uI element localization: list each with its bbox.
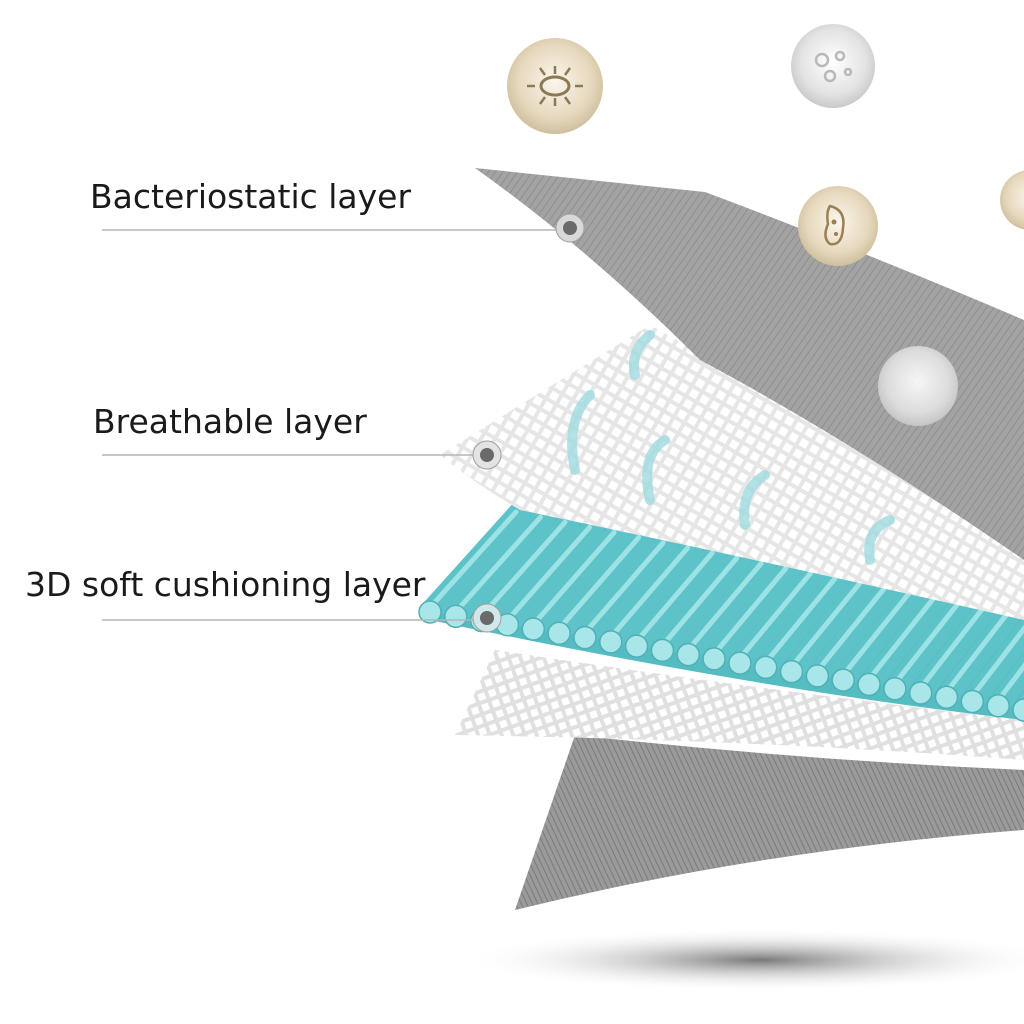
cushion-tube [625,542,728,658]
cushion-tube-highlight [707,565,789,662]
cushion-tube-end [934,685,959,709]
cushion-tube [677,552,777,666]
cushion-tube-highlight [655,555,740,653]
cushion-tube [935,603,1022,709]
lower-mesh-layer [455,650,1024,760]
cushion-tube-highlight [836,591,911,683]
cushion-tube [728,562,826,675]
cushion-tube-highlight [604,545,691,645]
cushion-tube-highlight [888,601,960,692]
cushion-tube-highlight [526,530,617,632]
cushion-tube-end [676,642,701,667]
cushion-tube [496,516,605,636]
cushion-tube-highlight [578,540,666,641]
cushion-tube-end [444,604,468,629]
cushion-tube [419,501,531,623]
cushion-tube-end [624,634,649,658]
cushion-tube-end [650,638,675,663]
cushion-tube-end [599,630,623,654]
cushion-tube-highlight [862,596,936,687]
cushion-tube-highlight [423,509,519,615]
cushion-tube [599,536,703,653]
cushion-tube-highlight [552,535,642,636]
cushion-tube [780,572,875,683]
cushion-tube [806,577,899,687]
cushion-tube-end [831,668,855,692]
cushion-tube-end [857,672,881,697]
cushion-tube-end [1012,698,1024,722]
bubble-icon [878,346,958,426]
cushion-tube-highlight [914,606,985,696]
airflow-arrows [567,330,895,565]
cushion-tube [961,615,1024,713]
germ-cluster-icon [791,24,875,108]
partial-germ-icon [1000,170,1024,230]
cushion-tube-end [521,617,546,641]
cushion-tube-highlight [475,519,568,624]
bacteriostatic-fabric-layer [475,168,1024,560]
label-cushioning-layer: 3D soft cushioning layer [25,565,426,604]
cushion-tube-end [547,621,571,646]
cushion-tube-highlight [991,662,1024,709]
cushion-tube [573,531,679,649]
label-breathable-layer: Breathable layer [93,402,367,441]
cushion-tube-end [779,659,804,684]
leader-lines [102,229,568,621]
cushion-tube-highlight [810,586,887,679]
cushion-tube [754,567,850,679]
cushion-tube [470,511,581,632]
cushion-tube [858,588,948,696]
cushion-tube [548,526,654,645]
cushion-tube [987,653,1024,717]
cushion-tube-highlight [681,560,764,658]
cushion-tube-highlight [785,581,862,675]
cushion-tube-highlight [733,571,813,666]
cushion-tube-end [986,693,1010,718]
virus-icon [507,38,603,134]
cushion-tube-end [960,689,985,714]
cushion-tube-end [908,681,933,705]
cushion-tube-end [728,651,752,675]
leader-dots [472,213,585,633]
cushion-tube-end [573,625,597,650]
cushion-tube [703,557,801,670]
cushion-tube-highlight [449,514,544,619]
cushion-tube [522,521,630,641]
cushion-tube [832,583,924,692]
cushion-tube-end [753,655,778,680]
label-bacteriostatic-layer: Bacteriostatic layer [90,177,412,216]
cushion-tube-highlight [965,624,1024,704]
cushion-tube-end [702,647,726,671]
cushion-tube-highlight [630,550,715,649]
ground-shadow [460,928,1024,992]
cushion-tube-end [805,664,830,688]
bottom-fabric-layer [515,735,1024,910]
cushion-tube [883,593,973,700]
cushion-tube-highlight [940,612,1009,700]
cushion-tube [909,598,997,704]
cushion-tube-end [883,676,907,701]
cushion-tube-highlight [759,576,838,670]
cushioning-tubes [418,500,1024,722]
cushion-tube [444,506,556,628]
cushion-tube-end [418,600,442,624]
cushion-tube [651,547,752,662]
bacterium-icon [798,186,878,266]
cushion-tube-highlight [500,524,593,628]
